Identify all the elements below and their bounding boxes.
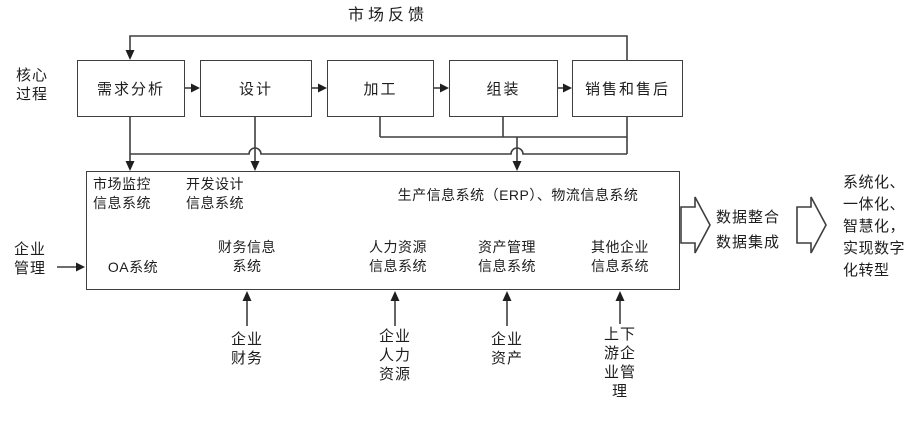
- process-box-design: 设计: [200, 60, 312, 117]
- oa-system-label: OA系统: [107, 259, 159, 275]
- process-box-assembly: 组装: [449, 60, 558, 117]
- process-step-label: 设计: [238, 81, 273, 98]
- enterprise-hr-label: 企业 人力 资源: [378, 328, 411, 383]
- rd-design-system-label: 开发设计 信息系统: [186, 176, 244, 211]
- enterprise-finance-label: 企业 财务: [230, 331, 263, 367]
- enterprise-management-label: 企业 管理: [13, 241, 46, 277]
- hr-system-label: 人力资源 信息系统: [369, 239, 427, 274]
- other-enterprise-system-label: 其他企业 信息系统: [591, 239, 649, 274]
- process-step-label: 加工: [363, 81, 398, 98]
- data-integration-label: 数据整合 数据集成: [715, 209, 780, 251]
- block-arrow-icon: [680, 196, 711, 254]
- market-monitoring-system-label: 市场监控 信息系统: [93, 176, 151, 211]
- upstream-downstream-management-label: 上下 游企 业管 理: [603, 326, 636, 400]
- process-step-label: 销售和售后: [584, 81, 670, 98]
- process-box-processing: 加工: [327, 60, 434, 117]
- block-arrow-icon: [796, 196, 827, 254]
- arrowheads: [76, 50, 625, 301]
- info-systems-box: [86, 171, 680, 290]
- process-step-label: 需求分析: [96, 81, 165, 98]
- process-box-sales-aftersales: 销售和售后: [572, 60, 683, 117]
- process-step-label: 组装: [486, 81, 521, 98]
- process-box-requirements-analysis: 需求分析: [77, 60, 185, 117]
- transformation-goal-label: 系统化、 一体化、 智慧化， 实现数字 化转型: [843, 174, 906, 279]
- market-feedback-label: 市场反馈: [347, 7, 428, 24]
- asset-system-label: 资产管理 信息系统: [478, 239, 536, 274]
- production-logistics-system-label: 生产信息系统（ERP）、物流信息系统: [397, 187, 639, 203]
- finance-system-label: 财务信息 系统: [218, 239, 276, 274]
- core-process-label: 核心 过程: [15, 67, 48, 103]
- enterprise-assets-label: 企业 资产: [490, 331, 523, 367]
